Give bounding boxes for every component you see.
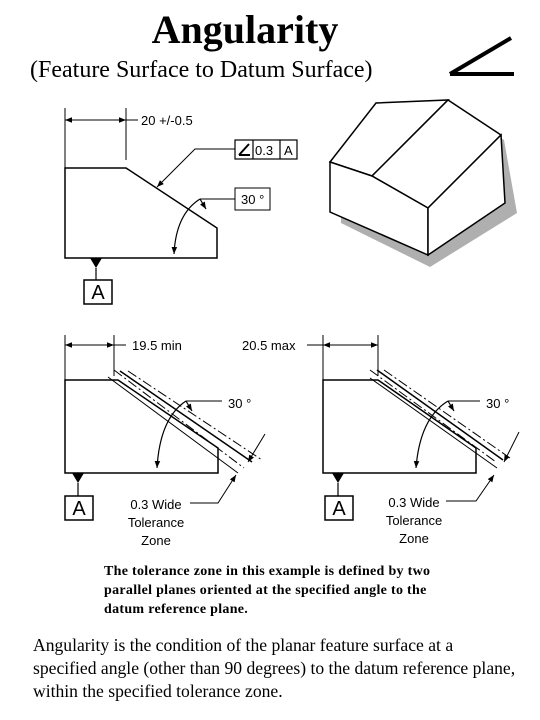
zone-label-line-3: Zone	[399, 531, 429, 546]
angle-label: 30 °	[486, 396, 509, 411]
angle-label: 30 °	[241, 192, 264, 207]
diagram-caption: The tolerance zone in this example is de…	[104, 562, 484, 619]
dimension-label: 20 +/-0.5	[141, 113, 193, 128]
datum-triangle-icon	[90, 258, 102, 268]
part-outline	[64, 167, 218, 259]
angularity-symbol-icon	[238, 143, 250, 156]
datum-triangle-icon	[72, 473, 84, 483]
dimension-label: 19.5 min	[132, 338, 182, 353]
zone-label-line-2: Tolerance	[386, 513, 442, 528]
zone-label-line-1: 0.3 Wide	[388, 495, 439, 510]
isometric-block-icon	[328, 99, 517, 267]
min-drawing: 19.5 min 30 ° A 0.3 Wide Tolerance Zone	[64, 335, 266, 548]
caption-line-3: datum reference plane.	[104, 602, 249, 617]
zone-label-line-3: Zone	[141, 533, 171, 548]
top-drawing: 20 +/-0.5 0.3 A 30 ° A	[64, 108, 298, 305]
datum-label: A	[332, 498, 346, 520]
definition-text: Angularity is the condition of the plana…	[33, 634, 538, 703]
max-drawing: 20.5 max 30 ° A 0.3 Wide Tolerance Zone	[242, 335, 520, 546]
dimension-label: 20.5 max	[242, 338, 296, 353]
zone-label-line-1: 0.3 Wide	[130, 497, 181, 512]
definition-line-1: Angularity is the condition of the plana…	[33, 635, 454, 655]
datum-reference: A	[284, 143, 293, 158]
caption-line-1: The tolerance zone in this example is de…	[104, 564, 431, 579]
zone-label-line-2: Tolerance	[128, 515, 184, 530]
datum-label: A	[91, 282, 105, 304]
feature-control-frame: 0.3 A	[234, 139, 298, 160]
page-title: Angularity	[151, 7, 339, 52]
tolerance-value: 0.3	[255, 143, 273, 158]
caption-line-2: parallel planes oriented at the specifie…	[104, 583, 427, 598]
datum-triangle-icon	[332, 473, 344, 483]
datum-label: A	[72, 498, 86, 520]
part-outline	[322, 379, 477, 474]
definition-line-3: within the specified tolerance zone.	[33, 681, 283, 701]
angle-label: 30 °	[228, 396, 251, 411]
definition-line-2: specified angle (other than 90 degrees) …	[33, 658, 516, 678]
page-subtitle: (Feature Surface to Datum Surface)	[30, 57, 373, 83]
angularity-symbol-icon	[448, 36, 514, 76]
part-outline	[64, 379, 219, 474]
